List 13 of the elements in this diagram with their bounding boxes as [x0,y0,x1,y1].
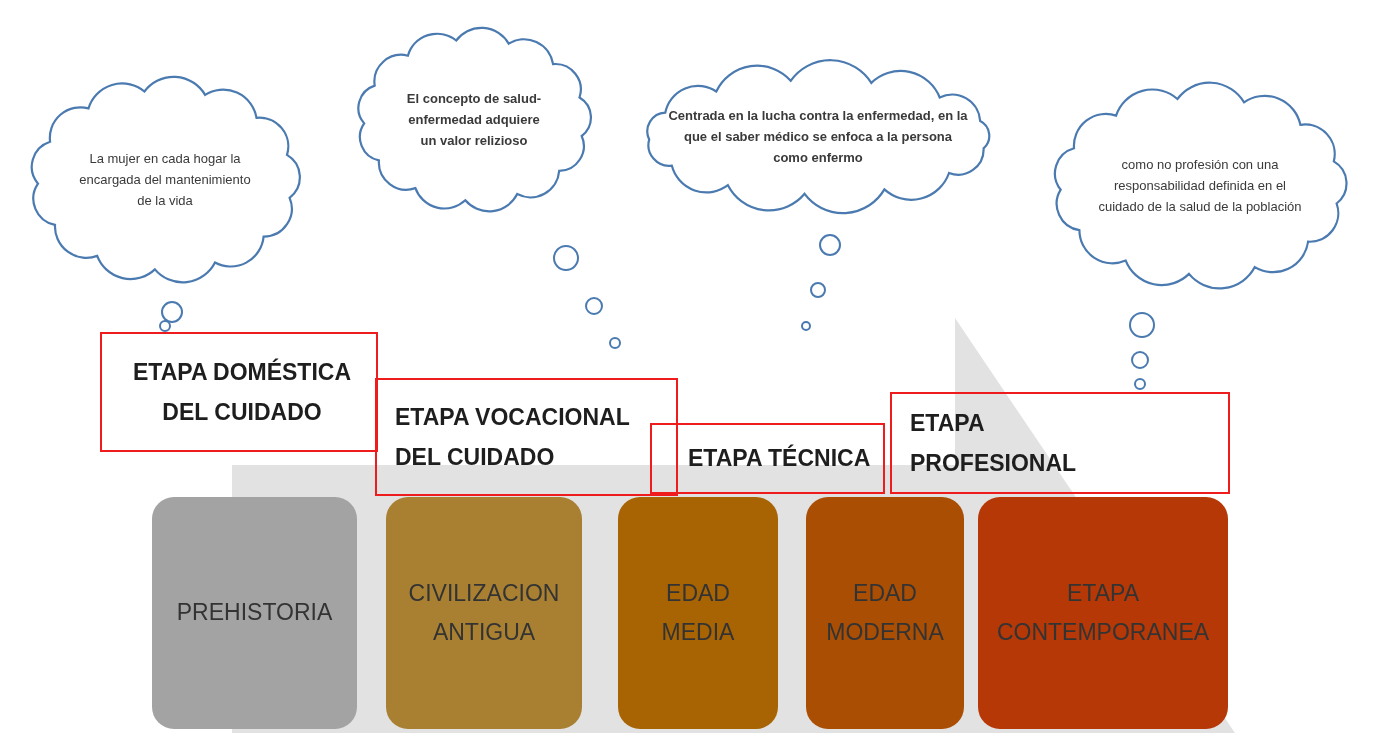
era-card: EDAD MODERNA [806,497,964,729]
cloud-text: La mujer en cada hogar la encargada del mantenimiento de la vida [78,149,252,210]
stage-box: ETAPA DOMÉSTICA DEL CUIDADO [100,332,378,452]
era-card: ETAPA CONTEMPORANEA [978,497,1228,729]
era-card: CIVILIZACION ANTIGUA [386,497,582,729]
era-card: EDAD MEDIA [618,497,778,729]
stage-box: ETAPA TÉCNICA [650,423,885,494]
cloud-text: como no profesión con una responsabilidad definida en el cuidado de la salud de la población [1097,155,1303,216]
cloud-text: El concepto de salud-enfermedad adquiere un valor relizioso [405,89,543,150]
era-card: PREHISTORIA [152,497,357,729]
stage-box: ETAPA PROFESIONAL [890,392,1230,494]
stage-box: ETAPA VOCACIONAL DEL CUIDADO [375,378,678,496]
cloud-text: Centrada en la lucha contra la enfermedad, en la que el saber médico se enfoca a la persona como enfermo [668,106,968,167]
